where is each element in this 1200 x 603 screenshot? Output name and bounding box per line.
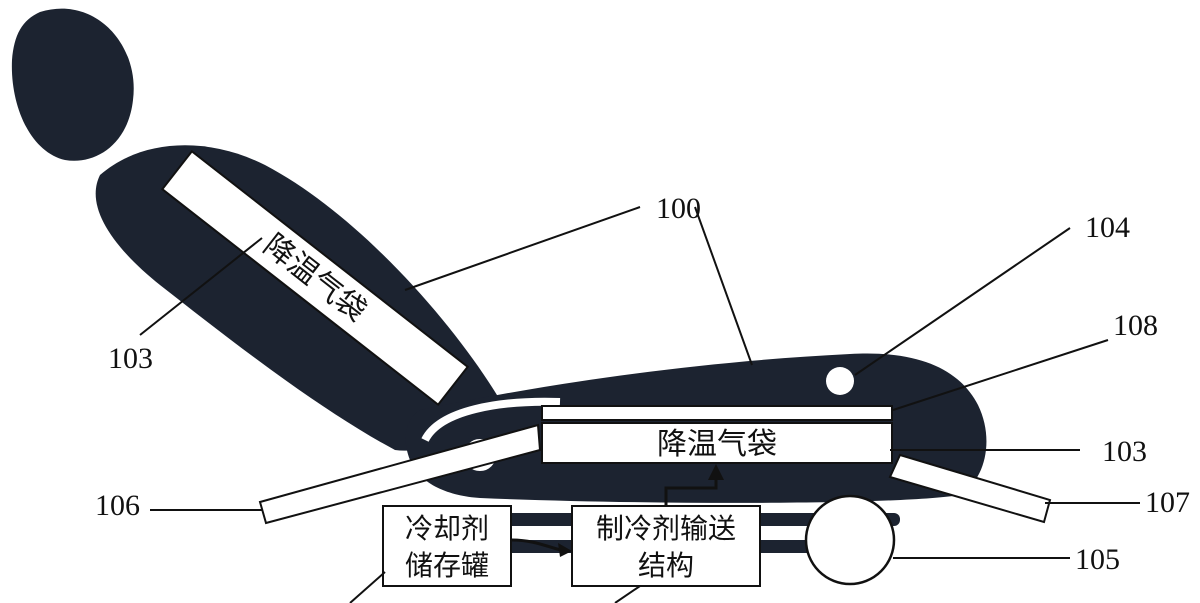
coolant-tank-line2: 储存罐: [405, 549, 489, 582]
leader-108: [892, 339, 1109, 411]
label-107: 107: [1145, 486, 1190, 519]
leader-100-b: [694, 206, 753, 366]
flow-arrow-head: [558, 543, 572, 557]
airbag-seat: [541, 422, 893, 464]
leader-tank: [349, 571, 386, 603]
seat-gap: [421, 397, 561, 443]
pump-105: [804, 494, 896, 586]
head: [11, 8, 134, 161]
label-105: 105: [1075, 543, 1120, 576]
pipe-106: [258, 423, 542, 525]
label-100: 100: [656, 192, 701, 225]
leader-100-a: [404, 206, 641, 291]
label-103-back: 103: [108, 342, 153, 375]
label-106: 106: [95, 489, 140, 522]
coolant-tank-box: [382, 505, 512, 587]
label-103-seat: 103: [1102, 435, 1147, 468]
transport-line2: 结构: [638, 549, 694, 582]
backrest: [95, 145, 500, 451]
airbag-seat-text: 降温气袋: [657, 427, 777, 462]
layer-108: [541, 405, 893, 421]
coolant-tank-line1: 冷却剂: [405, 512, 489, 545]
transport-line1: 制冷剂输送: [596, 512, 736, 545]
leader-transport: [614, 585, 641, 603]
label-104: 104: [1085, 211, 1130, 244]
up-arrow-head: [708, 464, 724, 480]
up-arrow-line: [664, 478, 718, 506]
pipe-107: [888, 453, 1052, 524]
leader-104: [854, 227, 1071, 376]
transport-box: [571, 505, 761, 587]
label-108: 108: [1113, 309, 1158, 342]
leader-103-back: [139, 237, 263, 336]
airbag-back: [160, 149, 470, 407]
hole-104: [826, 367, 854, 395]
